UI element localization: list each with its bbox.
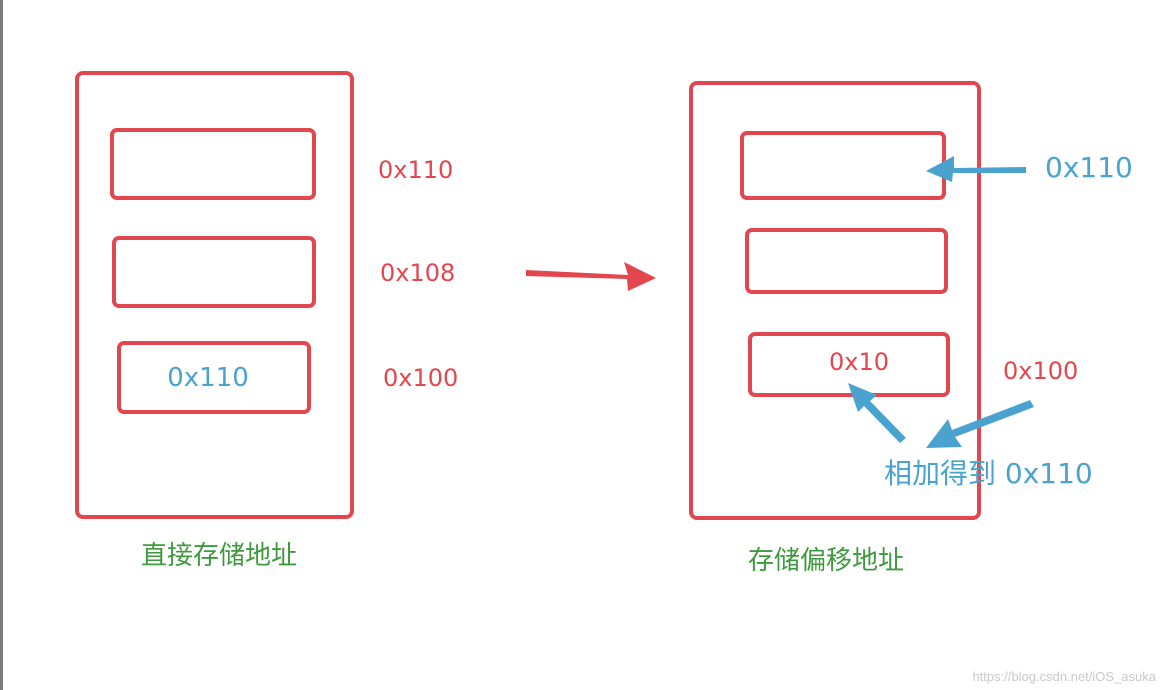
right-pointer-label: 0x110 bbox=[1045, 151, 1133, 184]
left-address-label-bottom: 0x100 bbox=[383, 364, 459, 392]
left-cell-middle bbox=[112, 236, 316, 308]
pointer-arrow-icon bbox=[926, 156, 1026, 182]
transition-arrow-icon bbox=[526, 262, 656, 291]
left-address-label-middle: 0x108 bbox=[380, 259, 456, 287]
left-cell-bottom: 0x110 bbox=[117, 341, 311, 414]
right-cell-bottom: 0x10 bbox=[748, 332, 950, 397]
right-memory-block bbox=[689, 81, 981, 520]
right-cell-value: 0x10 bbox=[828, 347, 889, 376]
right-base-address-label: 0x100 bbox=[1003, 357, 1079, 385]
right-cell-middle bbox=[745, 228, 948, 294]
left-cell-top bbox=[110, 128, 316, 200]
offset-arrow-icon bbox=[848, 383, 906, 443]
base-address-arrow-icon bbox=[926, 400, 1034, 448]
sum-annotation: 相加得到 0x110 bbox=[884, 457, 1093, 490]
left-memory-block bbox=[75, 71, 354, 519]
right-caption: 存储偏移地址 bbox=[748, 546, 905, 576]
watermark-url: https://blog.csdn.net/iOS_asuka bbox=[972, 669, 1156, 684]
left-address-label-top: 0x110 bbox=[378, 156, 454, 184]
left-caption: 直接存储地址 bbox=[141, 541, 298, 571]
left-edge-divider bbox=[0, 0, 3, 690]
left-cell-value: 0x110 bbox=[167, 362, 249, 393]
